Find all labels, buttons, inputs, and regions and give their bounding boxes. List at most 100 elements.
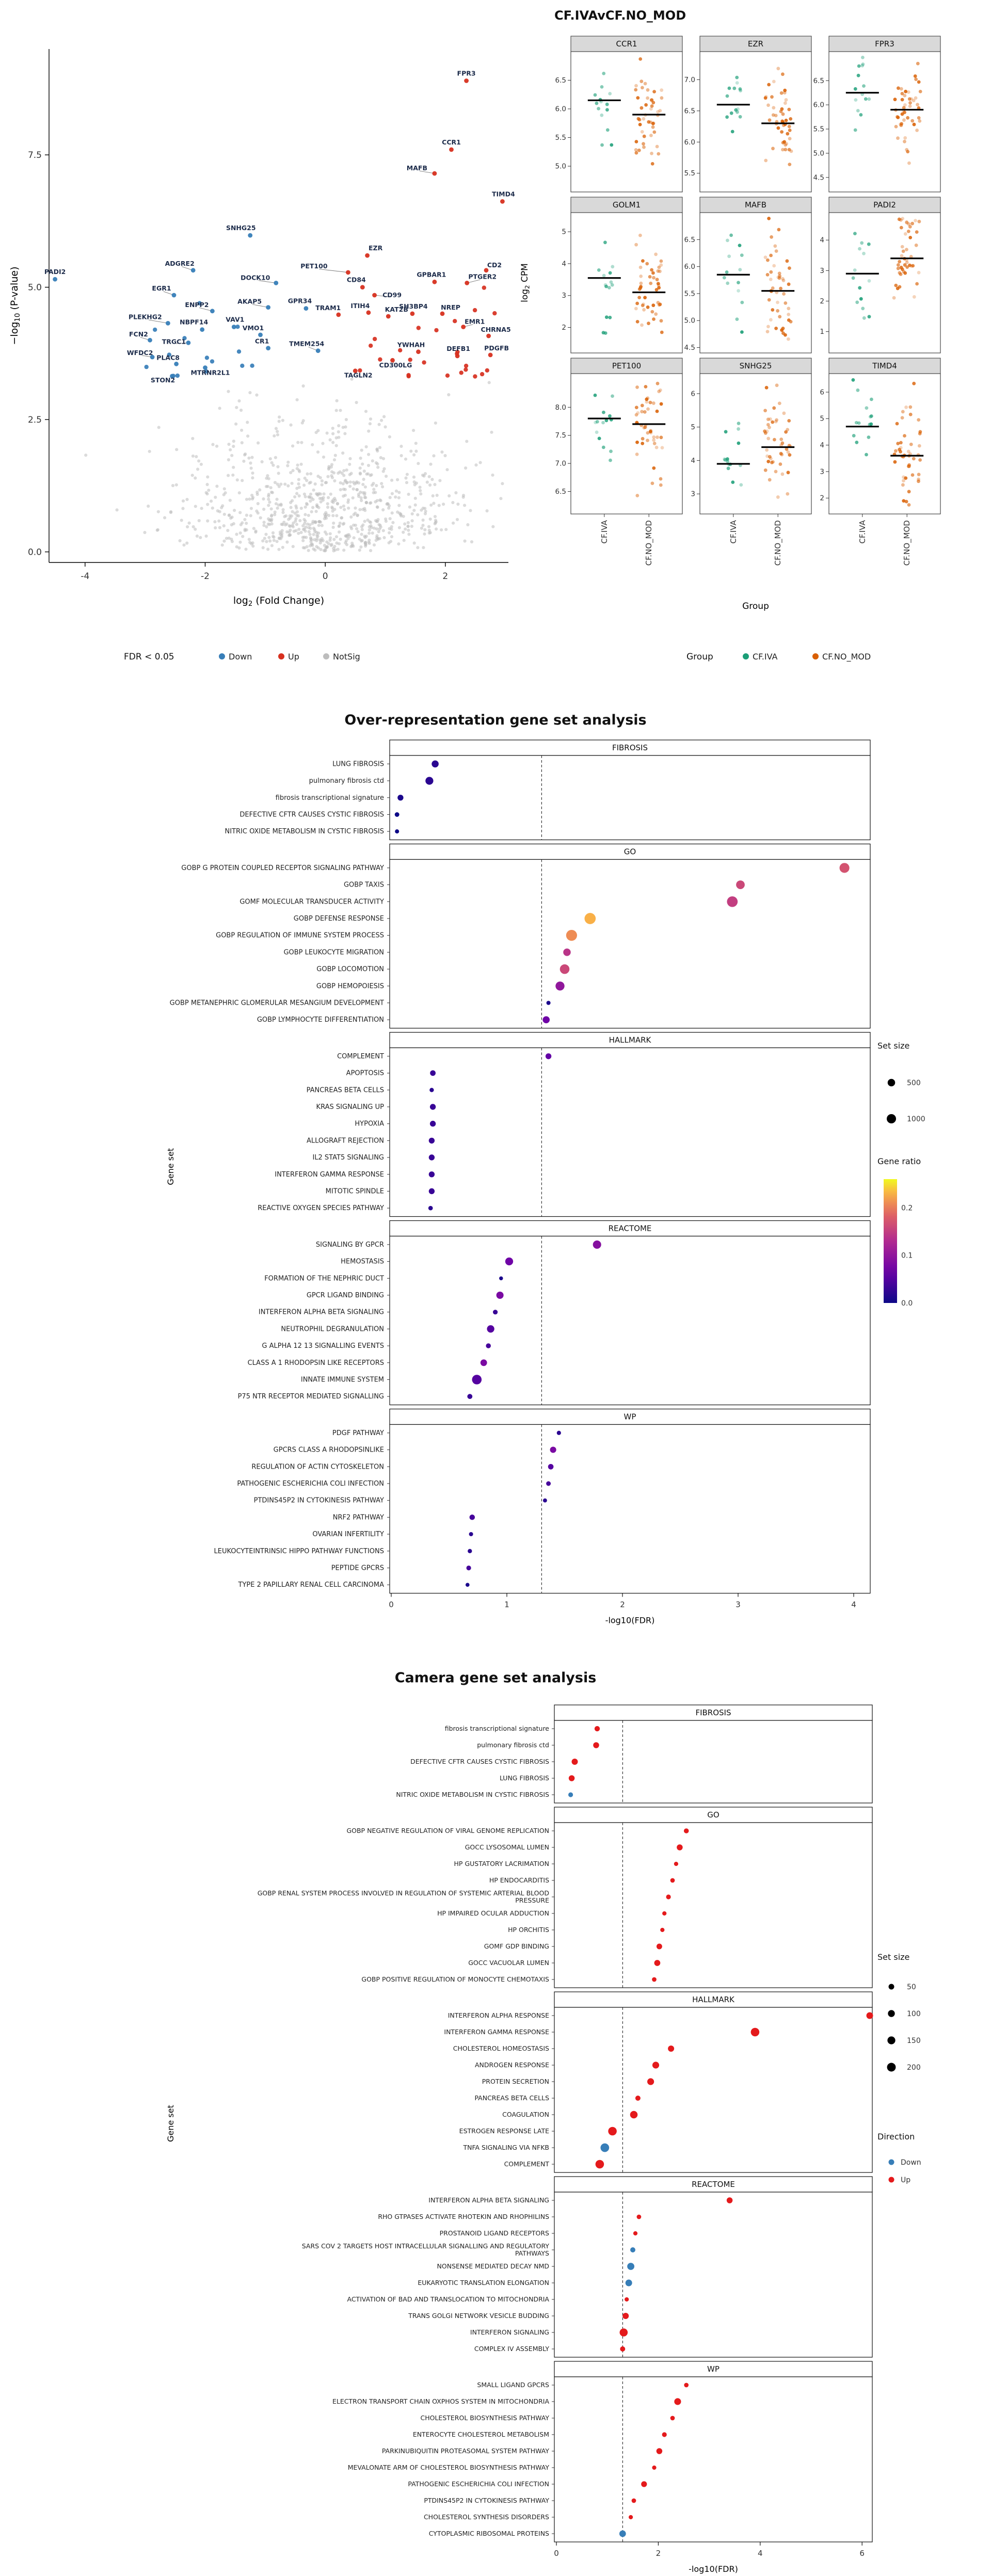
volcano-point-notsig <box>295 510 299 513</box>
volcano-point-notsig <box>435 527 438 531</box>
strip-point <box>918 90 922 93</box>
strip-point <box>605 108 609 112</box>
volcano-point-notsig <box>364 445 368 448</box>
volcano-point-notsig <box>245 513 248 517</box>
volcano-point-notsig <box>463 504 467 507</box>
volcano-point-labeled <box>500 199 505 204</box>
volcano-point-notsig <box>298 519 302 523</box>
strip-point <box>912 381 916 385</box>
volcano-point-notsig <box>388 496 392 500</box>
legend-label: NotSig <box>333 652 360 662</box>
strip-point <box>903 93 907 98</box>
volcano-point-notsig <box>338 530 341 534</box>
volcano-point-notsig <box>330 476 334 479</box>
volcano-point-notsig <box>369 549 373 553</box>
volcano-point-notsig <box>371 459 374 463</box>
facet-strip <box>828 358 941 374</box>
volcano-point-notsig <box>376 465 380 469</box>
volcano-point-notsig <box>194 527 197 531</box>
gene-label: WFDC2 <box>127 349 153 357</box>
row-label: INTERFERON SIGNALING <box>470 2328 549 2336</box>
volcano-point-notsig <box>388 504 391 508</box>
strip-point <box>897 86 900 90</box>
strip-point <box>909 255 913 259</box>
volcano-point-notsig <box>283 515 286 519</box>
gene-label: PADI2 <box>44 268 66 276</box>
volcano-point-up <box>369 343 373 348</box>
volcano-point-notsig <box>274 456 278 459</box>
strip-point <box>782 292 786 296</box>
strip-point <box>657 152 661 156</box>
strip-point <box>784 101 787 105</box>
strip-point <box>907 464 910 469</box>
volcano-point-notsig <box>301 546 305 550</box>
strip-point <box>787 318 791 322</box>
y-tick-label: 8.0 <box>555 404 566 412</box>
volcano-point-labeled <box>258 332 263 337</box>
row-label: ACTIVATION OF BAD AND TRANSLOCATION TO M… <box>347 2295 550 2303</box>
strip-point <box>654 312 658 316</box>
strip-point <box>901 217 904 220</box>
gene-label: MAFB <box>407 164 427 172</box>
gene-label: TMEM254 <box>289 340 324 348</box>
strip-point <box>732 86 737 90</box>
strip-point <box>908 452 912 456</box>
strip-point <box>608 315 612 319</box>
strip-point <box>648 400 652 405</box>
volcano-point-notsig <box>334 409 338 412</box>
volcano-point-notsig <box>487 381 491 384</box>
strip-point <box>768 455 772 459</box>
volcano-point-notsig <box>341 451 345 455</box>
volcano-point-notsig <box>313 528 316 532</box>
strip-point <box>902 499 906 503</box>
strip-point <box>635 320 640 324</box>
gene-label: FPR3 <box>457 70 476 77</box>
strip-point <box>917 479 920 484</box>
volcano-point-up <box>479 372 485 377</box>
strip-point <box>773 438 776 442</box>
strip-point <box>779 286 782 291</box>
volcano-point-notsig <box>416 546 420 550</box>
strip-point <box>649 107 653 111</box>
strip-point <box>907 161 911 165</box>
strip-point <box>641 86 644 90</box>
volcano-point-notsig <box>338 521 342 525</box>
y-tick-label: 6.0 <box>555 105 566 114</box>
strip-point <box>650 162 654 166</box>
volcano-point-down <box>182 336 187 341</box>
size-legend-label: 200 <box>907 2064 921 2072</box>
volcano-point-notsig <box>432 454 436 458</box>
volcano-point-notsig <box>347 506 350 510</box>
volcano-point-notsig <box>333 454 337 457</box>
volcano-point-notsig <box>299 462 303 466</box>
volcano-point-notsig <box>366 463 371 468</box>
strip-point <box>640 130 644 134</box>
volcano-point-notsig <box>316 429 320 432</box>
volcano-point-notsig <box>410 512 414 516</box>
volcano-point-notsig <box>367 532 371 535</box>
strip-point <box>658 109 662 112</box>
strip-point <box>861 56 865 59</box>
strip-point <box>651 271 655 275</box>
volcano-point-notsig <box>343 508 346 511</box>
volcano-point-notsig <box>281 508 285 511</box>
volcano-point-notsig <box>421 524 425 527</box>
volcano-point-notsig <box>156 510 160 513</box>
strip-point <box>769 417 772 421</box>
volcano-point-notsig <box>455 518 459 521</box>
facet-strip-label: WP <box>707 2364 720 2374</box>
strip-point <box>657 265 661 269</box>
strip-point <box>636 96 640 100</box>
row-label: GPCR LIGAND BINDING <box>307 1292 384 1299</box>
volcano-point-notsig <box>388 527 391 530</box>
volcano-point-notsig <box>370 484 374 487</box>
volcano-point-notsig <box>379 525 382 529</box>
strip-point <box>915 230 919 234</box>
volcano-point-notsig <box>262 521 266 524</box>
volcano-point-notsig <box>254 529 258 533</box>
volcano-point-notsig <box>255 490 259 494</box>
strip-point <box>775 418 778 422</box>
dot-point <box>608 2127 617 2136</box>
median-bar <box>890 109 924 111</box>
